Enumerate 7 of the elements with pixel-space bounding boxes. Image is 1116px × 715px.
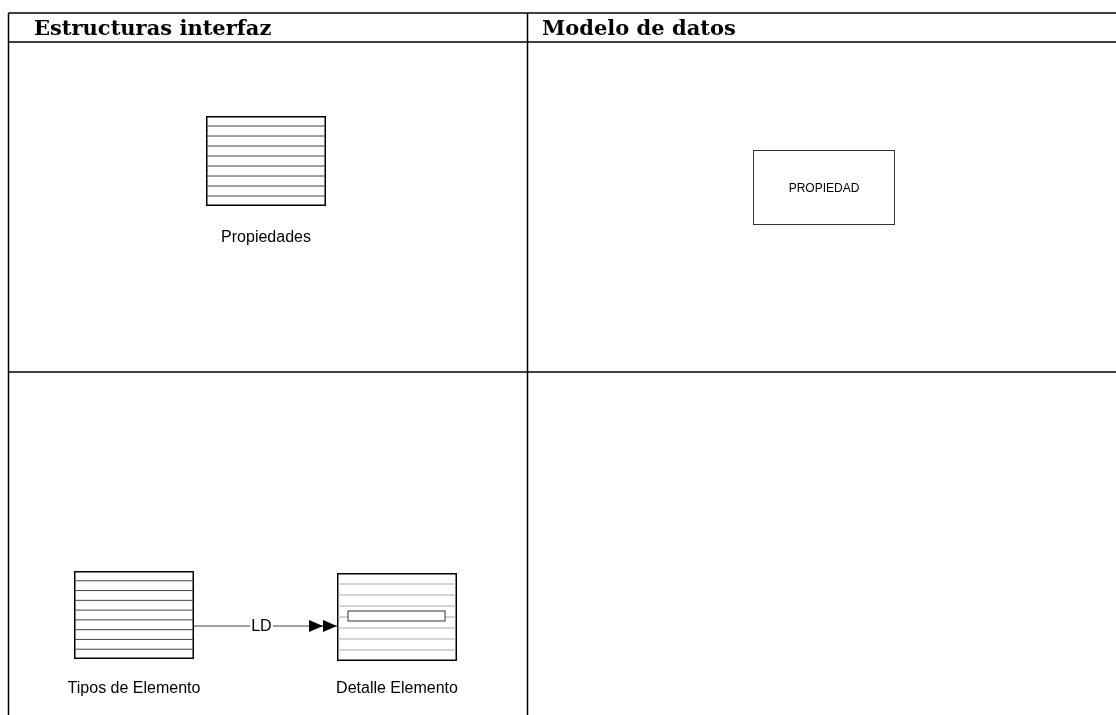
- column-header: Modelo de datos: [542, 15, 736, 40]
- table-caption: Detalle Elemento: [336, 679, 458, 697]
- column-header: Estructuras interfaz: [34, 15, 272, 40]
- entity-box: [753, 150, 895, 225]
- table-caption: Propiedades: [221, 228, 311, 246]
- table-caption: Tipos de Elemento: [67, 679, 201, 697]
- entity-name: PROPIEDAD: [788, 180, 860, 195]
